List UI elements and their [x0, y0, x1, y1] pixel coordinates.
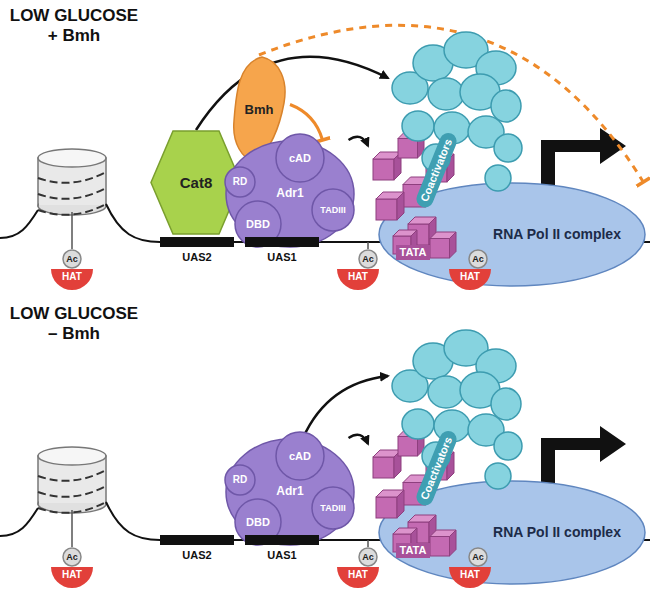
adr1-activator: Adr1 RD cAD DBD TADIII — [225, 438, 355, 546]
activation-arrow — [349, 137, 369, 146]
dbd-domain-label: DBD — [246, 218, 270, 231]
bmh-protein-label: Bmh — [245, 103, 274, 118]
uas-element: UAS1 — [245, 237, 319, 264]
hat-enzyme: HAT — [449, 567, 491, 588]
rd-domain-label: RD — [233, 474, 247, 486]
coactivator-complex-shape — [388, 28, 523, 228]
hat-enzyme: HAT — [337, 567, 379, 588]
inhibition-line — [259, 25, 643, 182]
cad-domain: cAD — [275, 431, 325, 481]
dbd-domain-label: DBD — [246, 516, 270, 529]
coactivator-complex-label: Coactivators — [414, 130, 459, 209]
tadiii-domain: TADIII — [311, 486, 355, 530]
tata-box-label: TATA — [396, 543, 431, 558]
activation-arrow — [196, 57, 388, 130]
panel-heading: LOW GLUCOSE – Bmh — [4, 304, 144, 345]
uas-element-label: UAS2 — [182, 251, 211, 264]
uas-element: UAS2 — [160, 535, 234, 562]
cad-domain: cAD — [275, 133, 325, 183]
activation-arrow — [349, 435, 369, 444]
uas-element-label: UAS1 — [267, 251, 296, 264]
hat-enzyme-label: HAT — [460, 271, 480, 283]
hat-enzyme: HAT — [449, 269, 491, 290]
tata-box-label: TATA — [396, 245, 431, 260]
coactivator-complex: Coactivators — [388, 326, 523, 526]
pol2-complex-label: RNA Pol II complex — [493, 226, 621, 242]
cat8-activator-label: Cat8 — [180, 174, 213, 191]
acetyl-mark: Ac — [468, 547, 488, 567]
adr1-activator: Adr1 RD cAD DBD TADIII — [225, 140, 355, 248]
cad-domain-label: cAD — [289, 450, 311, 463]
acetyl-mark-label: Ac — [362, 254, 374, 264]
acetyl-mark-label: Ac — [472, 254, 484, 264]
acetyl-mark-label: Ac — [472, 552, 484, 562]
uas-element-label: UAS2 — [182, 549, 211, 562]
uas-element-label: UAS1 — [267, 549, 296, 562]
hat-enzyme-label: HAT — [62, 569, 82, 581]
activation-arrow — [303, 376, 388, 438]
uas-element: UAS1 — [245, 535, 319, 562]
hat-enzyme-label: HAT — [460, 569, 480, 581]
coactivator-complex: Coactivators — [388, 28, 523, 228]
acetyl-mark: Ac — [468, 249, 488, 269]
acetyl-mark: Ac — [62, 547, 82, 567]
hat-enzyme: HAT — [51, 269, 93, 290]
acetyl-mark-label: Ac — [66, 552, 78, 562]
cad-domain-label: cAD — [289, 152, 311, 165]
coactivator-complex-shape — [388, 326, 523, 526]
adr1-activator-label: Adr1 — [276, 187, 303, 201]
hat-enzyme: HAT — [51, 567, 93, 588]
acetyl-mark: Ac — [358, 249, 378, 269]
tadiii-domain-label: TADIII — [320, 205, 345, 215]
coactivator-complex-label: Coactivators — [414, 428, 459, 507]
tadiii-domain: TADIII — [311, 188, 355, 232]
acetyl-mark-label: Ac — [66, 254, 78, 264]
rd-domain: RD — [224, 464, 256, 496]
acetyl-mark: Ac — [358, 547, 378, 567]
hat-enzyme-label: HAT — [62, 271, 82, 283]
pol2-complex-label: RNA Pol II complex — [493, 524, 621, 540]
hat-enzyme-label: HAT — [348, 271, 368, 283]
adr1-activator-label: Adr1 — [276, 485, 303, 499]
tadiii-domain-label: TADIII — [320, 503, 345, 513]
hat-enzyme: HAT — [337, 269, 379, 290]
rd-domain: RD — [224, 166, 256, 198]
hat-enzyme-label: HAT — [348, 569, 368, 581]
acetyl-mark: Ac — [62, 249, 82, 269]
panel-heading: LOW GLUCOSE + Bmh — [4, 6, 144, 47]
acetyl-mark-label: Ac — [362, 552, 374, 562]
rd-domain-label: RD — [233, 176, 247, 188]
uas-element: UAS2 — [160, 237, 234, 264]
